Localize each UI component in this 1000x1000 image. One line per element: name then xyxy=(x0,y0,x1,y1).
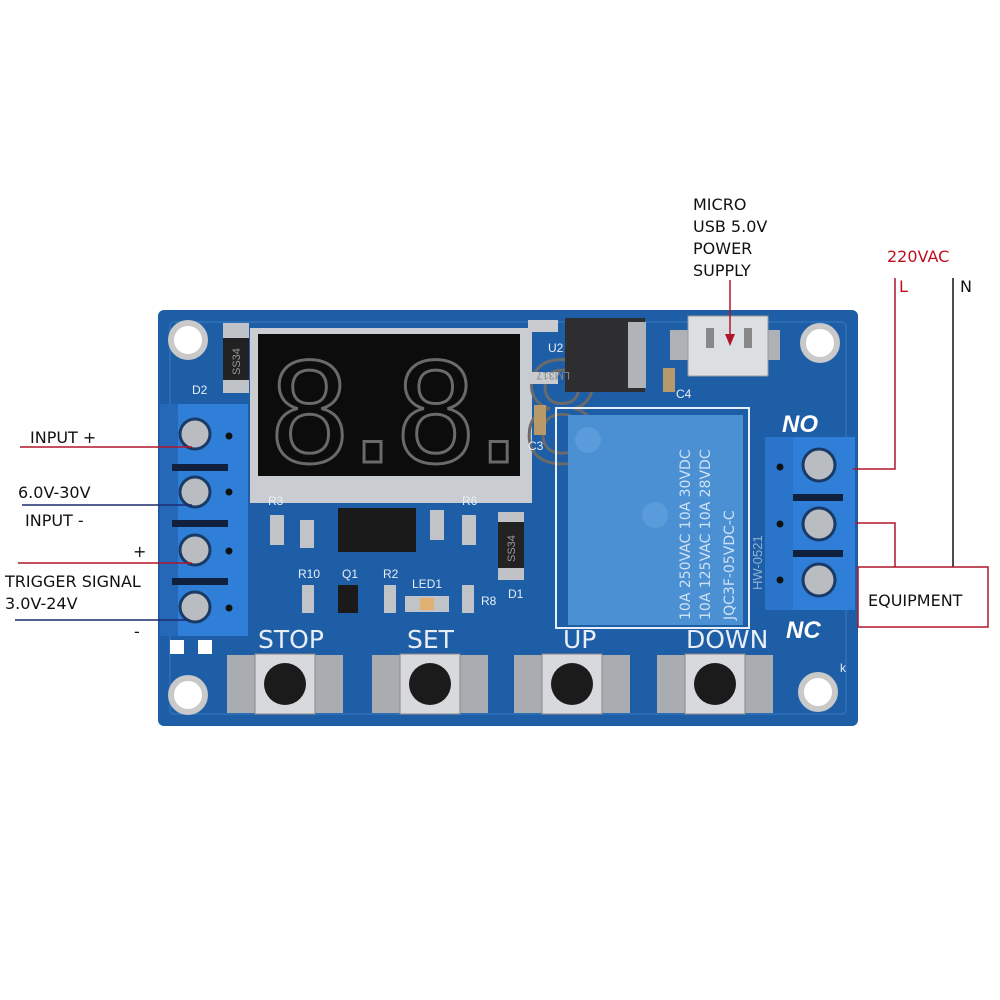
stop-button[interactable] xyxy=(227,653,343,715)
label-nc: NC xyxy=(786,617,821,644)
label-r2: R2 xyxy=(383,567,399,581)
relay-output-terminal xyxy=(765,437,855,610)
set-button-label: SET xyxy=(407,625,455,654)
svg-text:INPUT +: INPUT + xyxy=(30,428,96,447)
svg-text:N: N xyxy=(960,277,972,296)
svg-text:k: k xyxy=(840,661,847,675)
set-button[interactable] xyxy=(372,653,488,715)
input-annotations: INPUT + 6.0V-30V INPUT - + TRIGGER SIGNA… xyxy=(4,428,192,641)
svg-text:LM317: LM317 xyxy=(536,369,570,381)
diode-d1-marking: SS34 xyxy=(506,535,518,562)
label-c4: C4 xyxy=(676,387,692,401)
label-r10: R10 xyxy=(298,567,320,581)
voltage-regulator-u2: LM317 U2 xyxy=(528,318,646,392)
label-no: NO xyxy=(782,411,818,438)
stop-button-label: STOP xyxy=(258,625,324,654)
svg-text:SUPPLY: SUPPLY xyxy=(693,261,751,280)
label-r3: R3 xyxy=(268,494,284,508)
svg-text:10A 125VAC 10A 28VDC: 10A 125VAC 10A 28VDC xyxy=(698,449,714,620)
label-r8: R8 xyxy=(481,594,497,608)
svg-text:220VAC: 220VAC xyxy=(887,247,949,266)
svg-text:3.0V-24V: 3.0V-24V xyxy=(5,594,78,613)
input-terminal-block xyxy=(160,404,248,654)
svg-text:POWER: POWER xyxy=(693,239,752,258)
svg-text:-: - xyxy=(134,622,140,641)
svg-text:USB 5.0V: USB 5.0V xyxy=(693,217,767,236)
ac-wiring-annotation: 220VAC L N EQUIPMENT xyxy=(853,247,989,628)
optocoupler xyxy=(338,508,416,552)
svg-text:10A 250VAC 10A 30VDC: 10A 250VAC 10A 30VDC xyxy=(678,449,694,620)
svg-text:INPUT -: INPUT - xyxy=(25,511,84,530)
svg-text:6.0V-30V: 6.0V-30V xyxy=(18,483,91,502)
svg-text:L: L xyxy=(899,277,908,296)
svg-text:JQC3F-05VDC-C: JQC3F-05VDC-C xyxy=(722,510,738,621)
svg-text:D1: D1 xyxy=(508,587,524,601)
svg-text:TRIGGER SIGNAL: TRIGGER SIGNAL xyxy=(4,572,141,591)
micro-usb-port[interactable] xyxy=(670,315,780,377)
equipment-label: EQUIPMENT xyxy=(868,591,963,610)
svg-text:HW-0521: HW-0521 xyxy=(750,535,765,590)
svg-text:+: + xyxy=(133,542,146,561)
up-button-label: UP xyxy=(563,625,596,654)
label-r6: R6 xyxy=(462,494,478,508)
up-button[interactable] xyxy=(514,653,630,715)
diode-d1: SS34 D1 xyxy=(498,512,524,601)
relay: 10A 250VAC 10A 30VDC 10A 125VAC 10A 28VD… xyxy=(555,407,765,629)
down-button[interactable] xyxy=(657,653,773,715)
diode-d2-marking: SS34 xyxy=(231,348,243,375)
down-button-label: DOWN xyxy=(686,625,768,654)
svg-text:U2: U2 xyxy=(548,341,564,355)
label-q1: Q1 xyxy=(342,567,358,581)
diode-d2: SS34 D2 xyxy=(192,323,249,397)
svg-text:D2: D2 xyxy=(192,383,208,397)
usb-annotation: MICRO USB 5.0V POWER SUPPLY xyxy=(693,195,767,346)
label-led1: LED1 xyxy=(412,577,442,591)
svg-text:MICRO: MICRO xyxy=(693,195,746,214)
label-c3: C3 xyxy=(528,439,544,453)
mounting-holes xyxy=(168,320,840,715)
